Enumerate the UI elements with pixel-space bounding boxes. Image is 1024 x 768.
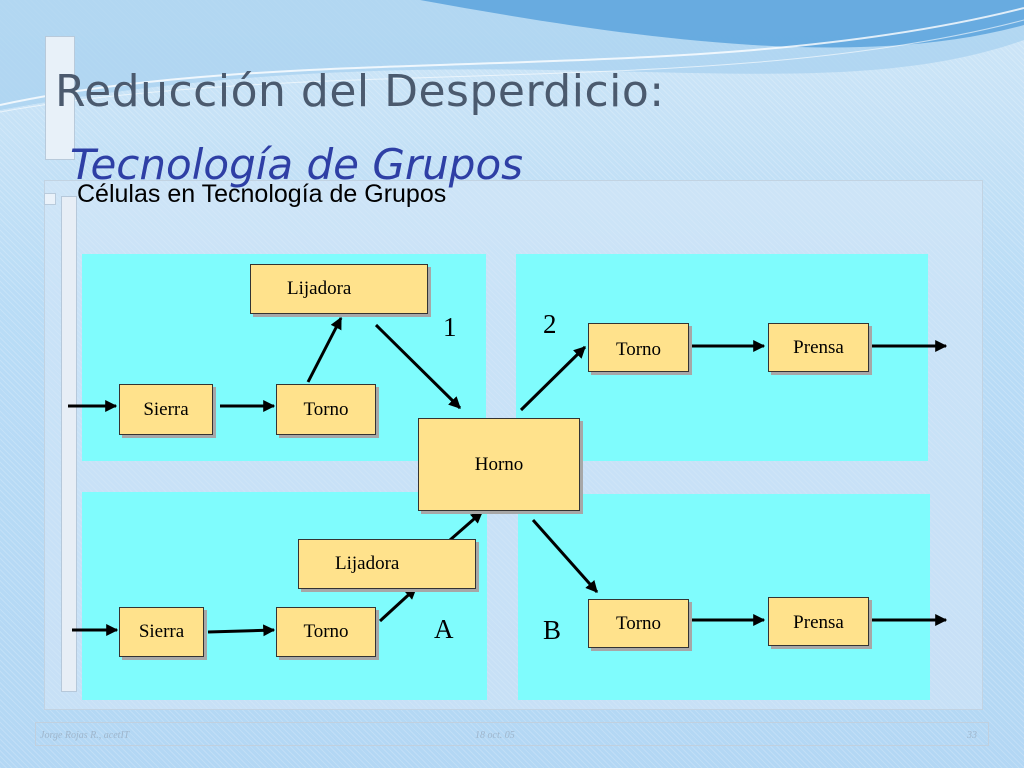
- cell-label-a: A: [434, 614, 454, 644]
- bullet-text: Células en Tecnología de Grupos: [77, 180, 447, 208]
- footer-author: Jorge Rojas R., acetIT: [40, 730, 130, 741]
- header-swoosh: [0, 0, 1024, 113]
- footer-page-number: 33: [967, 730, 977, 741]
- cell-a: [82, 492, 487, 700]
- slide-title: Reducción del Desperdicio:: [55, 66, 665, 117]
- machine-prensa-b: Prensa: [768, 597, 869, 646]
- machine-sierra-a: Sierra: [119, 607, 204, 657]
- footer-frame: [35, 722, 989, 746]
- machine-horno: Horno: [418, 418, 580, 511]
- cell-label-1: 1: [443, 312, 457, 342]
- slide-subtitle: Tecnología de Grupos: [70, 140, 524, 189]
- machine-torno-b: Torno: [588, 599, 689, 648]
- machine-torno-1: Torno: [276, 384, 376, 435]
- machine-torno-a: Torno: [276, 607, 376, 657]
- cell-label-2: 2: [543, 309, 557, 339]
- machine-sierra-1: Sierra: [119, 384, 213, 435]
- machine-prensa-2: Prensa: [768, 323, 869, 372]
- machine-lijadora-1: Lijadora: [250, 264, 428, 314]
- title-accent-bar: [45, 36, 75, 160]
- machine-lijadora-a: Lijadora: [298, 539, 476, 589]
- left-accent-bar: [61, 196, 77, 692]
- machine-torno-2: Torno: [588, 323, 689, 372]
- footer-date: 18 oct. 05: [475, 730, 515, 741]
- cell-label-b: B: [543, 615, 562, 645]
- bullet-marker-icon: [44, 193, 56, 205]
